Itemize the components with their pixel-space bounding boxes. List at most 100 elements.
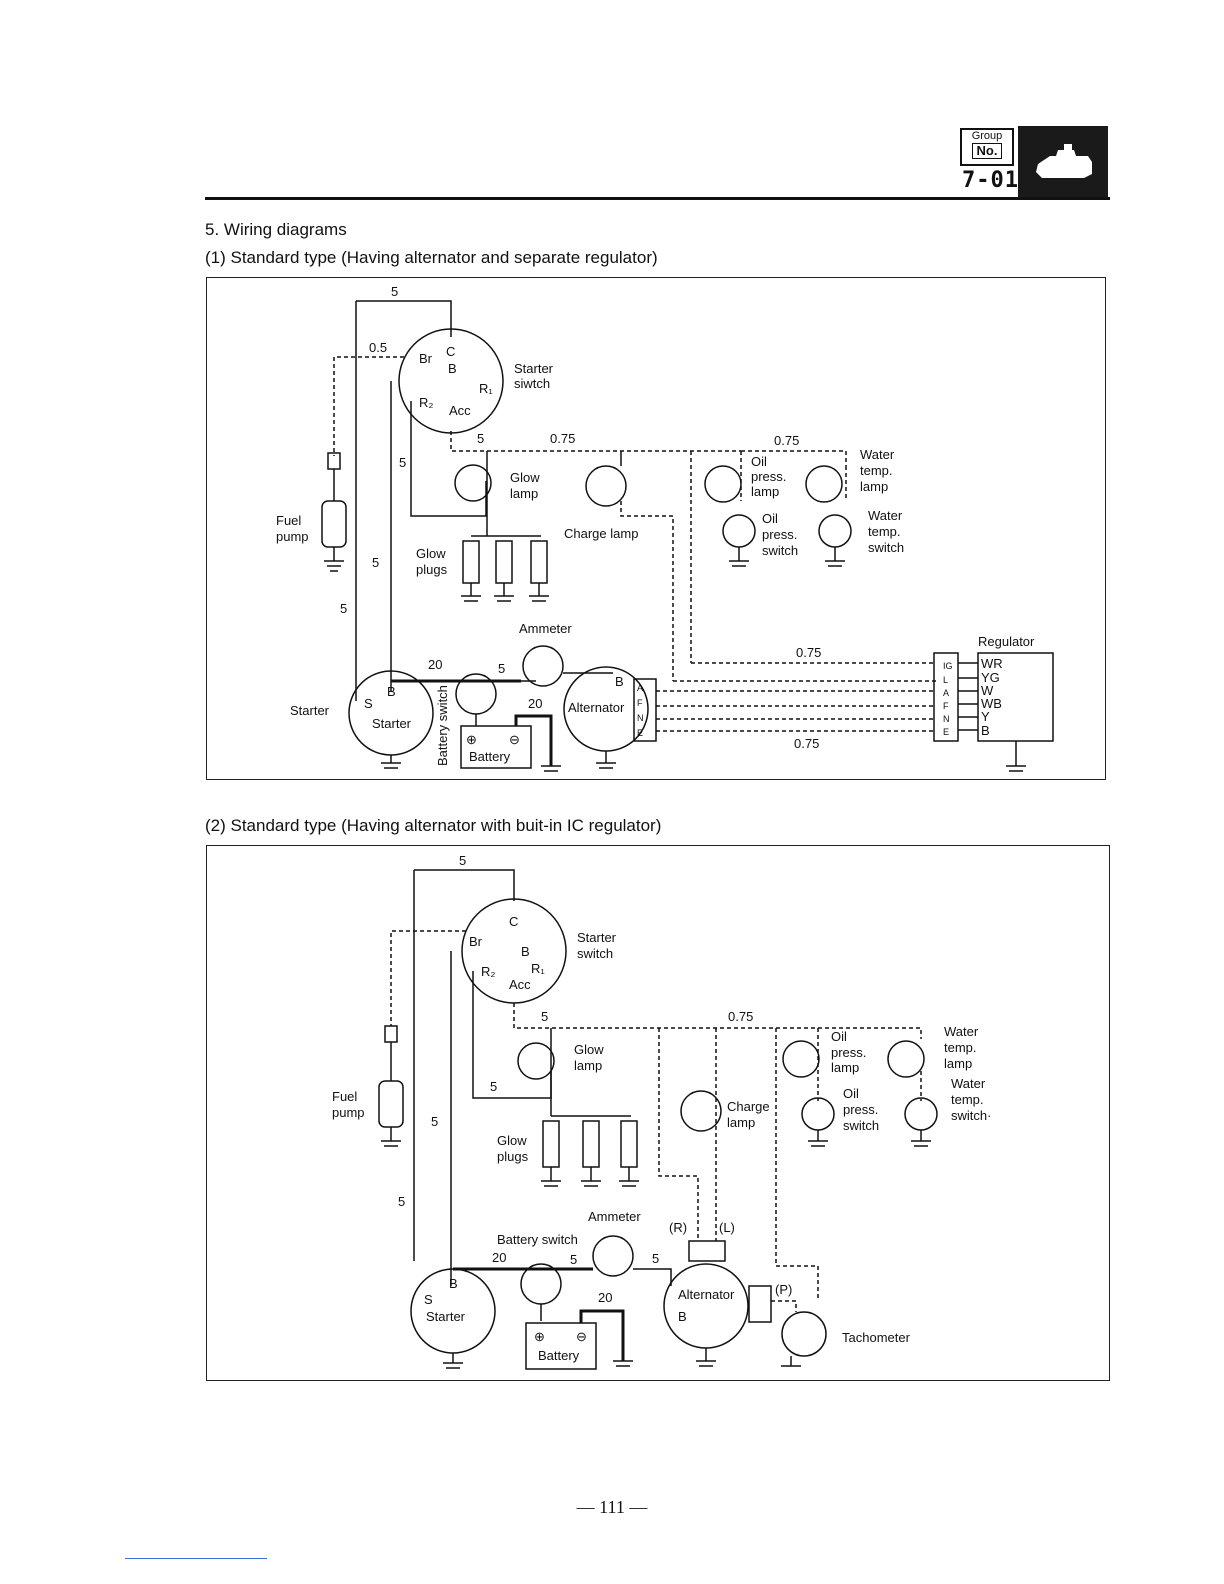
d1-oil-lamp-l2: press.: [751, 469, 786, 484]
d1-wire-5-c: 5: [372, 555, 379, 570]
d1-glow-plugs-l2: plugs: [416, 562, 448, 577]
d1-wire-5-top: 5: [391, 284, 398, 299]
engine-icon: [1018, 126, 1108, 197]
d2-oil-lamp-l1: Oil: [831, 1029, 847, 1044]
d1-alt-n: N: [637, 713, 644, 723]
d1-wire-5-d: 5: [340, 601, 347, 616]
d2-wire-5-f: 5: [652, 1251, 659, 1266]
d1-term-r2: R₂: [419, 395, 433, 410]
d2-water-lamp-l3: lamp: [944, 1056, 972, 1071]
d1-starter-name: Starter: [372, 716, 412, 731]
d1-starter-b: B: [387, 684, 396, 699]
d2-charge-lamp-l1: Charge: [727, 1099, 770, 1114]
group-label: Group: [971, 130, 1003, 142]
d1-reg-f: F: [943, 701, 949, 711]
d2-wire-5-top: 5: [459, 853, 466, 868]
diagram-1-panel: 5 0.5 Br C B R₁ R₂ Acc Starter siwtch 5 …: [206, 277, 1106, 780]
d1-wire-05: 0.5: [369, 340, 387, 355]
d1-wire-5-b: 5: [399, 455, 406, 470]
d2-starter-name: Starter: [426, 1309, 466, 1324]
d1-minus: ⊖: [509, 732, 520, 747]
d2-water-lamp-l2: temp.: [944, 1040, 977, 1055]
subsection-1-title: (1) Standard type (Having alternator and…: [205, 248, 658, 267]
d1-water-switch-l3: switch: [868, 540, 904, 555]
d2-starter-switch-l2: switch: [577, 946, 613, 961]
d2-wire-5-e: 5: [570, 1252, 577, 1267]
d1-reg-ig: IG: [943, 661, 953, 671]
d1-water-switch-l1: Water: [868, 508, 903, 523]
d2-term-b: B: [521, 944, 530, 959]
d1-term-b: B: [448, 361, 457, 376]
d1-plus: ⊕: [466, 732, 477, 747]
d1-reg-color-b: B: [981, 723, 990, 738]
d2-wire-5-d: 5: [398, 1194, 405, 1209]
d2-water-switch-l3: switch·: [951, 1108, 991, 1123]
d2-charge-lamp-l2: lamp: [727, 1115, 755, 1130]
d2-wire-5-b: 5: [490, 1079, 497, 1094]
d1-wire-5-e: 5: [498, 661, 505, 676]
d2-glow-lamp-l1: Glow: [574, 1042, 604, 1057]
d1-alt-e: E: [637, 728, 643, 738]
d1-term-acc: Acc: [449, 403, 471, 418]
wiring-diagram-2: 5 Br C B R₁ R₂ Acc Starter switch 5 5 5 …: [332, 853, 991, 1370]
d1-oil-lamp-l1: Oil: [751, 454, 767, 469]
d2-term-r: (R): [669, 1220, 687, 1235]
d2-term-r2: R₂: [481, 964, 495, 979]
d2-oil-lamp-l2: press.: [831, 1045, 866, 1060]
d1-starter-switch-l1: Starter: [514, 361, 554, 376]
d2-term-p: (P): [775, 1282, 792, 1297]
d1-charge-lamp: Charge lamp: [564, 526, 638, 541]
d2-oil-lamp-l3: lamp: [831, 1060, 859, 1075]
d1-starter-label: Starter: [290, 703, 330, 718]
d1-water-lamp-l3: lamp: [860, 479, 888, 494]
d1-oil-switch-l2: press.: [762, 527, 797, 542]
d1-wire-075-c: 0.75: [796, 645, 821, 660]
d1-regulator: Regulator: [978, 634, 1035, 649]
d2-term-br: Br: [469, 934, 483, 949]
d2-glow-lamp-l2: lamp: [574, 1058, 602, 1073]
d2-wire-5-c: 5: [431, 1114, 438, 1129]
footer-link-line: [125, 1558, 267, 1559]
d2-battery-switch: Battery switch: [497, 1232, 578, 1247]
subsection-2-title: (2) Standard type (Having alternator wit…: [205, 816, 662, 835]
d2-alt-b: B: [678, 1309, 687, 1324]
d2-wire-20-b: 20: [598, 1290, 612, 1305]
d2-oil-switch-l3: switch: [843, 1118, 879, 1133]
group-label-box: Group No.: [960, 128, 1014, 166]
d1-oil-lamp-l3: lamp: [751, 484, 779, 499]
d2-starter-s: S: [424, 1292, 433, 1307]
d1-glow-lamp-l2: lamp: [510, 486, 538, 501]
d1-wire-5-a: 5: [477, 431, 484, 446]
d2-wire-5-a: 5: [541, 1009, 548, 1024]
d1-term-r1: R₁: [479, 381, 493, 396]
d2-term-r1: R₁: [531, 961, 545, 976]
d2-fuel-pump-l2: pump: [332, 1105, 365, 1120]
d1-starter-s: S: [364, 696, 373, 711]
d1-alt-f: F: [637, 698, 643, 708]
section-heading: 5. Wiring diagrams: [205, 220, 347, 239]
d1-reg-color-y: Y: [981, 709, 990, 724]
d1-term-br: Br: [419, 351, 433, 366]
d2-battery: Battery: [538, 1348, 580, 1363]
d2-wire-20-a: 20: [492, 1250, 506, 1265]
d2-alternator: Alternator: [678, 1287, 735, 1302]
d2-water-switch-l2: temp.: [951, 1092, 984, 1107]
d2-glow-plugs-l1: Glow: [497, 1133, 527, 1148]
d1-water-lamp-l1: Water: [860, 447, 895, 462]
d1-starter-switch-l2: siwtch: [514, 376, 550, 391]
d2-term-l: (L): [719, 1220, 735, 1235]
d2-oil-switch-l1: Oil: [843, 1086, 859, 1101]
d1-reg-color-w: W: [981, 683, 994, 698]
d1-wire-075-d: 0.75: [794, 736, 819, 751]
d2-wire-075: 0.75: [728, 1009, 753, 1024]
d2-starter-switch-l1: Starter: [577, 930, 617, 945]
d1-wire-075-b: 0.75: [774, 433, 799, 448]
diagram-2-panel: 5 Br C B R₁ R₂ Acc Starter switch 5 5 5 …: [206, 845, 1110, 1381]
header-rule: [205, 197, 1110, 200]
d2-fuel-pump-l1: Fuel: [332, 1089, 357, 1104]
d1-wire-20-b: 20: [528, 696, 542, 711]
d2-term-c: C: [509, 914, 518, 929]
d1-water-lamp-l2: temp.: [860, 463, 893, 478]
d1-reg-color-wb: WB: [981, 696, 1002, 711]
group-number: 7-01: [962, 168, 1019, 193]
